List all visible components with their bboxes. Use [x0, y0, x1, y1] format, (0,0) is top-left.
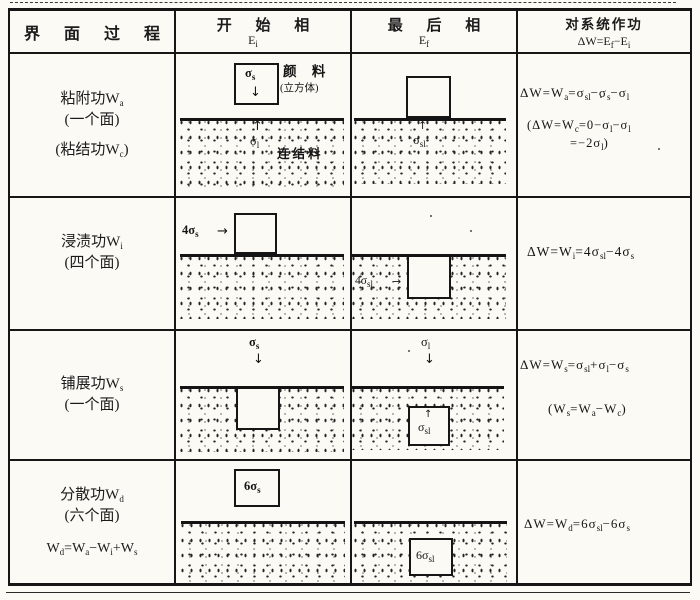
bottom-scan-rule [6, 592, 690, 593]
header-initial-title: 开 始 相 [216, 18, 320, 34]
header-work-formula: ΔW=Ef−Ei [577, 34, 631, 50]
dispersion-process-cell: 分散功Wd (六个面) Wd=Wa−Wi+Ws [10, 461, 176, 583]
binder-liquid [181, 521, 345, 583]
arrow-down-icon: ↓ [253, 352, 264, 367]
binder-liquid: ↑ σsl [354, 118, 506, 184]
work-formula: ΔW=Wd=6σsl−6σs [524, 516, 630, 533]
header-final-symbol: Ef [418, 33, 430, 49]
sigma-s-label: σs [249, 335, 260, 351]
immersion-work-cell: ΔW=Wi=4σsl−4σs [518, 198, 690, 331]
dispersion-work-cell: ΔW=Wd=6σsl−6σs [518, 461, 690, 583]
header-cell-work: 对系统作功 ΔW=Ef−Ei [518, 11, 690, 54]
spreading-initial-cell: σs ↓ [176, 331, 352, 461]
process-formula: Wd=Wa−Wi+Ws [46, 541, 138, 558]
work-formula: ΔW=Wa=σsl−σs−σl [520, 85, 630, 102]
arrow-up-icon: ↑ [418, 119, 428, 132]
binder-label: 连结料 [277, 147, 324, 161]
process-label: 分散功Wd [60, 487, 124, 505]
binder-liquid: 4σsl → [352, 254, 506, 319]
process-label: (一个面) [64, 112, 120, 128]
header-process-title: 界 面 过 程 [23, 25, 170, 43]
scan-speck [470, 230, 472, 232]
header-cell-process: 界 面 过 程 [10, 11, 176, 54]
arrow-down-icon: ↓ [250, 85, 261, 100]
six-sigma-sl-label: 6σsl [416, 548, 435, 564]
binder-liquid: ↑ σsl [352, 386, 504, 450]
binder-liquid [180, 386, 344, 452]
arrow-down-icon: ↓ [424, 352, 435, 367]
process-label: (四个面) [64, 254, 120, 271]
binder-liquid [180, 254, 344, 319]
binder-liquid: ↑ σl 连结料 [180, 118, 344, 188]
interface-process-table: 界 面 过 程 开 始 相 Ei 最 后 相 Ef 对系统作功 ΔW=Ef−Ei… [8, 8, 692, 586]
process-label: 粘附功Wa [60, 91, 124, 108]
adhesion-process-cell: 粘附功Wa (一个面) (粘结功Wc) [10, 54, 176, 198]
work-formula-note: =−2σl) [570, 136, 609, 152]
process-label: (六个面) [64, 508, 120, 525]
header-initial-symbol: Ei [248, 33, 258, 49]
work-formula-note: (ΔW=Wc=0−σl−σl [527, 118, 631, 134]
pigment-cube: 6σsl [409, 538, 453, 576]
adhesion-work-cell: ΔW=Wa=σsl−σs−σl (ΔW=Wc=0−σl−σl =−2σl) [518, 54, 690, 198]
immersion-process-cell: 浸渍功Wi (四个面) [10, 198, 176, 331]
spreading-process-cell: 铺展功Ws (一个面) [10, 331, 176, 461]
binder-liquid: 6σsl [354, 521, 507, 583]
pigment-label: 颜 料 [283, 64, 332, 79]
spreading-final-cell: σl ↓ ↑ σsl [352, 331, 518, 461]
scan-speck [600, 96, 602, 98]
four-sigma-sl-label: 4σsl [355, 275, 373, 289]
work-formula: ΔW=Wi=4σsl−4σs [527, 244, 635, 261]
header-cell-initial-phase: 开 始 相 Ei [176, 11, 352, 54]
arrow-right-icon: → [392, 275, 402, 288]
sigma-l-label: σl [421, 335, 431, 351]
pigment-cube [236, 389, 280, 430]
header-final-title: 最 后 相 [387, 18, 491, 34]
adhesion-initial-cell: σs ↓ 颜 料 (立方体) ↑ σl 连结料 [176, 54, 352, 198]
pigment-cube [234, 213, 277, 254]
process-label: 铺展功Ws [60, 376, 124, 393]
header-cell-final-phase: 最 后 相 Ef [352, 11, 518, 54]
arrow-right-icon: → [217, 224, 228, 239]
scan-speck [658, 148, 660, 150]
process-label: (一个面) [64, 397, 120, 413]
sigma-l-label: σl [250, 134, 260, 150]
six-sigma-s-label: 6σs [244, 479, 261, 495]
header-work-title: 对系统作功 [565, 17, 643, 32]
process-label: (粘结功Wc) [55, 142, 129, 159]
pigment-cube [406, 76, 451, 118]
pigment-cube [407, 257, 451, 299]
process-label: 浸渍功Wi [61, 233, 123, 251]
dispersion-initial-cell: 6σs [176, 461, 352, 583]
four-sigma-s-label: 4σs [182, 223, 199, 239]
sigma-s-label: σs [245, 66, 256, 82]
adhesion-final-cell: ↑ σsl [352, 54, 518, 198]
dispersion-final-cell: 6σsl [352, 461, 518, 583]
arrow-up-icon: ↑ [424, 409, 433, 420]
immersion-final-cell: 4σsl → [352, 198, 518, 331]
arrow-up-icon: ↑ [252, 119, 263, 134]
scan-speck [408, 350, 410, 352]
immersion-initial-cell: 4σs → [176, 198, 352, 331]
pigment-note: (立方体) [280, 83, 319, 94]
top-scan-rule [10, 2, 676, 3]
scan-speck [430, 215, 432, 217]
pigment-cube: ↑ σsl [408, 406, 450, 446]
pigment-cube: σs ↓ [234, 63, 279, 105]
sigma-sl-label: σsl [413, 133, 426, 149]
pigment-cube: 6σs [234, 469, 280, 507]
sigma-sl-label: σsl [418, 420, 431, 436]
work-formula-note: (Ws=Wa−Wc) [548, 401, 627, 418]
spreading-work-cell: ΔW=Ws=σsl+σl−σs (Ws=Wa−Wc) [518, 331, 690, 461]
work-formula: ΔW=Ws=σsl+σl−σs [520, 357, 629, 374]
